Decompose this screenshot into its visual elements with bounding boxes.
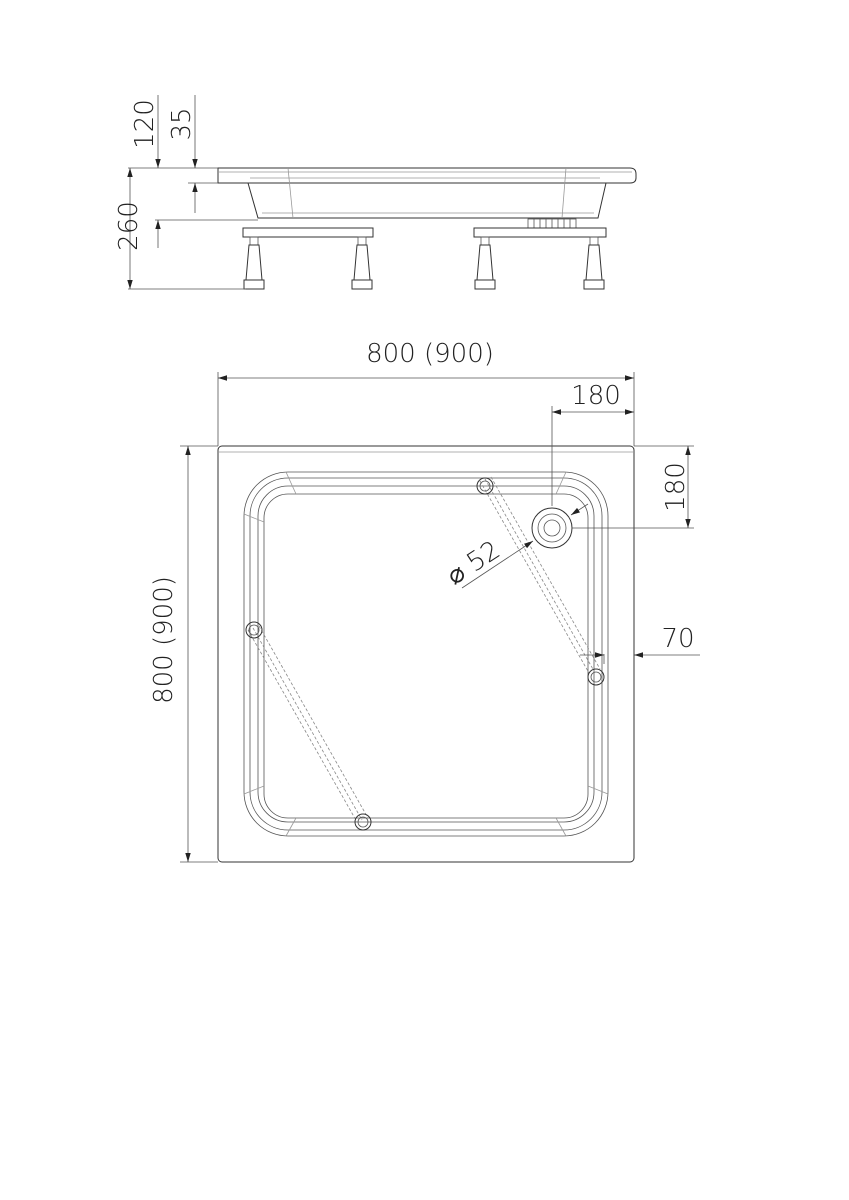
leg <box>351 236 373 290</box>
tray-rim <box>217 167 637 184</box>
basin-outer <box>243 471 609 837</box>
dim-drain-diameter: ⌀ 52 <box>442 535 506 591</box>
tray-body <box>247 182 607 219</box>
drain-grille <box>527 218 577 229</box>
leg <box>243 236 265 290</box>
basin-floor <box>263 493 589 819</box>
dim-drain-offset-x: 180 <box>571 381 621 411</box>
dim-rim-height: 120 <box>130 99 160 149</box>
leg <box>474 236 496 290</box>
support-rail <box>245 621 372 831</box>
top-view: 800 (900) 180 800 (900) 180 ⌀ 52 70 <box>149 339 700 863</box>
leg <box>583 236 605 290</box>
drain <box>531 507 573 549</box>
frame-right <box>473 227 607 238</box>
dim-total-height: 260 <box>114 201 144 251</box>
dim-drain-offset-y: 180 <box>661 462 691 512</box>
side-view: 260 120 35 <box>114 95 637 290</box>
dim-depth: 800 (900) <box>149 576 179 704</box>
frame-left <box>242 227 374 238</box>
dim-width: 800 (900) <box>366 339 494 369</box>
tray-outline <box>217 445 635 863</box>
support-rail <box>476 476 605 686</box>
dim-leg-offset: 70 <box>661 624 694 654</box>
dim-rim-thickness: 35 <box>167 107 197 140</box>
